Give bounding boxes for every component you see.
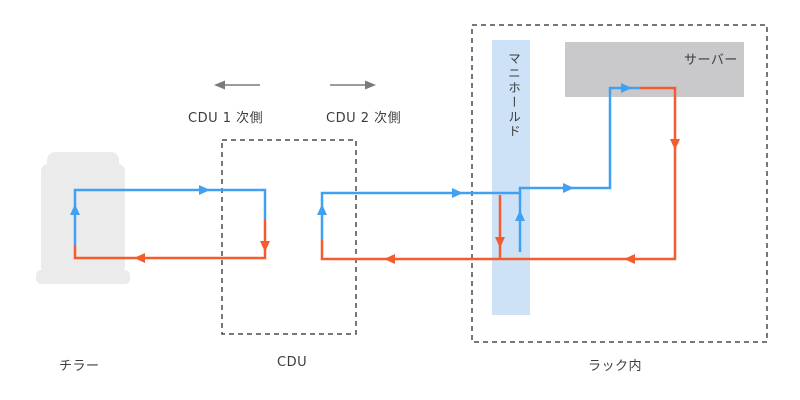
return-flow-lines xyxy=(73,86,677,261)
flow-arrow-icon xyxy=(563,183,574,193)
flow-arrow-icon xyxy=(317,204,327,215)
chiller-base xyxy=(36,270,130,284)
label-cdu-primary-side: CDU 1 次側 xyxy=(188,111,264,126)
left-arrow-icon xyxy=(214,80,225,90)
flow-arrow-icon xyxy=(515,210,525,221)
flow-arrow-icon xyxy=(670,139,680,150)
flow-arrow-icon xyxy=(260,241,270,252)
rack-dashed-box xyxy=(471,24,768,343)
flow-arrow-icon xyxy=(70,204,80,215)
flow-arrow-icon xyxy=(495,237,505,248)
chiller-shape xyxy=(36,152,130,284)
supply-flow-lines xyxy=(73,86,640,252)
flow-arrow-icon xyxy=(452,188,463,198)
primary-supply-line xyxy=(73,188,267,246)
chiller-body xyxy=(41,164,125,274)
manifold-bar xyxy=(492,40,530,315)
flow-arrow-icon xyxy=(384,254,395,264)
primary-return-line xyxy=(73,220,267,260)
cdu-dashed-box xyxy=(221,139,357,335)
flow-arrows xyxy=(70,83,680,264)
label-rack: ラック内 xyxy=(588,359,643,374)
flow-arrow-icon xyxy=(624,254,635,264)
flow-arrow-icon xyxy=(134,253,145,263)
right-arrow-icon xyxy=(365,80,376,90)
secondary-side-direction-arrow xyxy=(330,80,376,90)
label-cdu: CDU xyxy=(277,355,308,370)
flow-arrow-icon xyxy=(621,83,632,93)
secondary-supply-line xyxy=(320,86,640,240)
flow-arrow-icon xyxy=(199,185,210,195)
label-cdu-secondary-side: CDU 2 次側 xyxy=(326,111,402,126)
label-server: サーバー xyxy=(684,53,738,68)
secondary-return-line xyxy=(320,86,677,261)
label-chiller: チラー xyxy=(59,359,100,374)
label-manifold: マニホールド xyxy=(506,52,521,139)
primary-side-direction-arrow xyxy=(214,80,260,90)
